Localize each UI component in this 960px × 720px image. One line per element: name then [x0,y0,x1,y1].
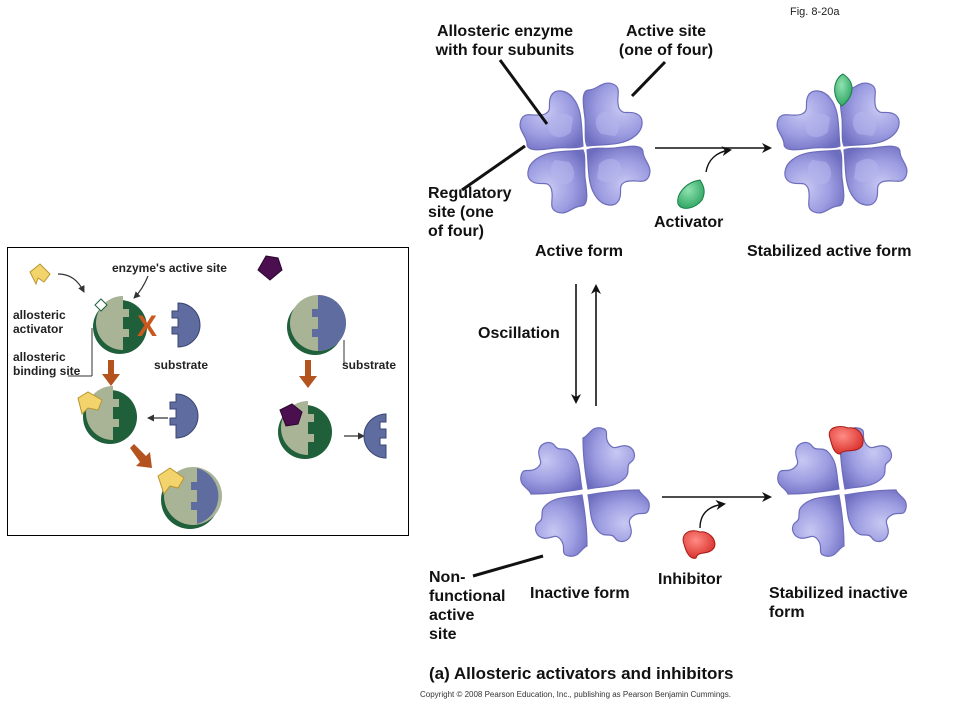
label-stabilized-inactive-form: Stabilized inactive form [769,585,908,621]
substrate-shape-3 [363,413,387,459]
inset-activator-2 [77,391,103,415]
active-site-pointer-arrow [133,275,149,299]
figure-caption: (a) Allosteric activators and inhibitors [429,664,734,683]
inset-inhibitor-bound [279,403,303,427]
activator-approach-arrow [57,273,85,293]
label-regulatory-site: Regulatory site (one of four) [428,185,512,240]
pointer-non-functional-site [472,554,544,578]
substrate-shape-2 [169,393,199,439]
label-active-form: Active form [535,243,624,260]
inset-label-substrate-left: substrate [154,358,209,372]
bound-activator [834,73,853,107]
label-active-site: Active site (one of four) [618,23,714,59]
inset-panel: X [7,247,409,536]
inset-canvas: X [29,255,387,529]
inset-label-allosteric-binding-site: allosteric binding site [13,350,81,378]
brown-arrow-1 [102,360,120,386]
pointer-active-site [630,60,667,98]
inhibitor-shape [682,530,716,559]
inset-enzyme-1 [93,296,147,354]
inactive-form-enzyme [521,428,650,557]
active-form-enzyme [520,83,650,213]
inset-label-substrate-right: substrate [342,358,397,372]
copyright-notice: Copyright © 2008 Pearson Education, Inc.… [420,690,731,699]
inset-activator-3 [157,467,185,496]
inset-activator-1 [29,263,51,286]
blocked-x-mark: X [137,310,157,343]
inset-enzyme-2 [287,295,346,355]
pointer-allosteric-enzyme [498,59,549,125]
brown-arrow-3 [130,444,152,468]
label-non-functional-site: Non- functional active site [429,569,506,643]
inset-inhibitor-free [257,255,283,281]
figure-number: Fig. 8-20a [790,6,840,18]
inset-label-enzyme-active-site: enzyme's active site [112,261,227,275]
label-inhibitor: Inhibitor [658,571,722,588]
label-stabilized-active-form: Stabilized active form [747,243,912,260]
label-inactive-form: Inactive form [530,585,630,602]
label-allosteric-enzyme: Allosteric enzyme with four subunits [435,23,575,59]
label-oscillation: Oscillation [478,325,560,342]
brown-arrow-2 [299,360,317,388]
pointer-regulatory-site [461,144,526,192]
inhibitor-binding-arrow [699,500,726,529]
activator-binding-arrow [705,146,732,173]
bound-inhibitor [828,425,864,455]
activator-shape [677,179,705,209]
label-activator: Activator [654,214,724,231]
substrate-shape-1 [171,302,201,348]
inset-label-allosteric-activator: allosteric activator [13,308,66,336]
